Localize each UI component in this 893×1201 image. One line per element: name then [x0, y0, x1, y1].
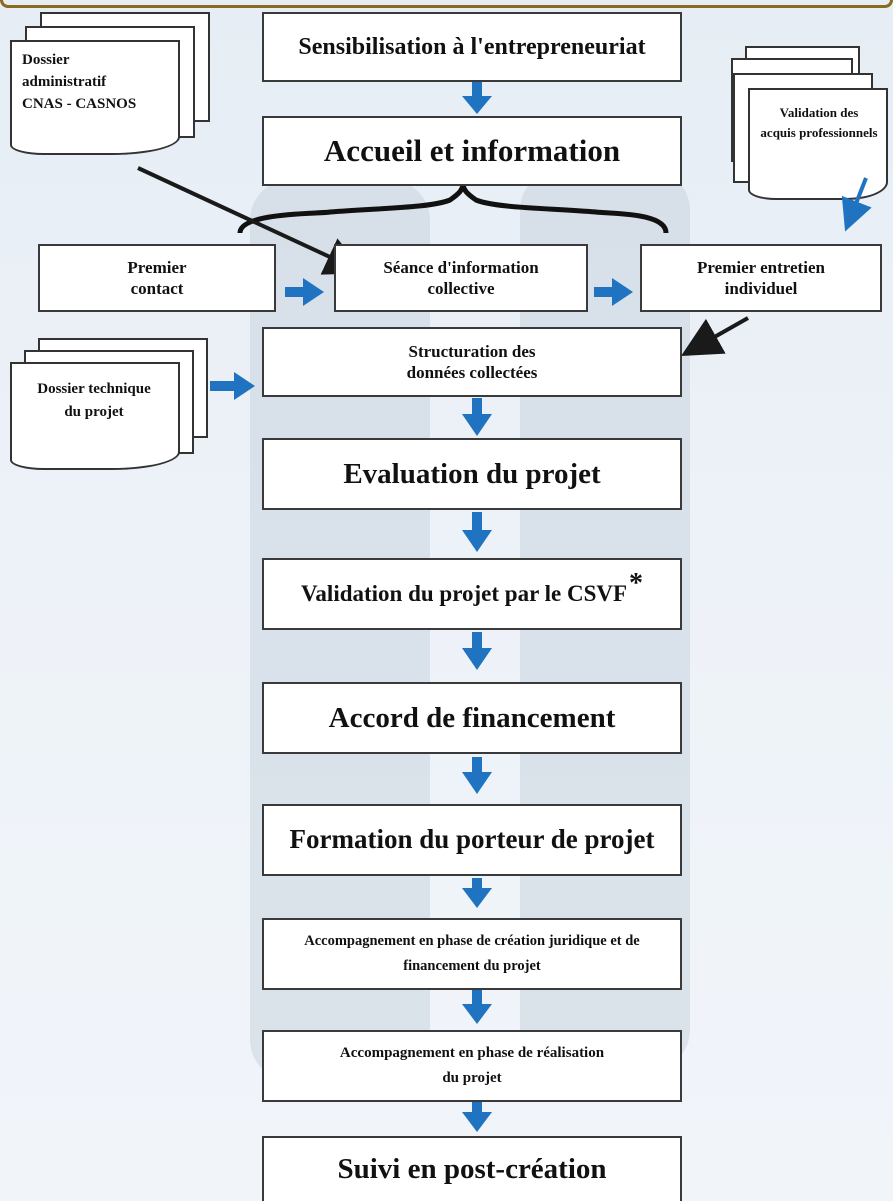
step-accompagnement-creation: Accompagnement en phase de création juri… [262, 918, 682, 990]
top-frame [0, 0, 893, 8]
grouping-brace [237, 184, 669, 234]
arrow-8 [462, 1102, 492, 1132]
step-suivi-label: Suivi en post-création [337, 1153, 607, 1186]
step-sensibilisation: Sensibilisation à l'entrepreneuriat [262, 12, 682, 82]
step-formation: Formation du porteur de projet [262, 804, 682, 876]
acc-realisation-line-2: du projet [442, 1070, 502, 1086]
step-accord: Accord de financement [262, 682, 682, 754]
structuration-line-2: données collectées [406, 363, 538, 382]
arrow-contact-to-seance [285, 278, 324, 306]
main-flow-arrows [210, 82, 633, 1132]
arrow-technique-to-structuration [210, 372, 255, 400]
step-evaluation-label: Evaluation du projet [343, 457, 601, 490]
premier-contact-line-2: contact [130, 279, 184, 298]
step-seance-information: Séance d'information collective [334, 244, 588, 312]
step-suivi: Suivi en post-création [262, 1136, 682, 1201]
step-accord-label: Accord de financement [328, 701, 616, 734]
step-premier-entretien: Premier entretien individuel [640, 244, 882, 312]
validation-asterisk: * [629, 567, 644, 599]
step-validation: Validation du projet par le CSVF * [262, 558, 682, 630]
entretien-line-2: individuel [724, 279, 798, 298]
arrow-entretien-to-structuration [681, 316, 749, 356]
step-evaluation: Evaluation du projet [262, 438, 682, 510]
premier-contact-line-1: Premier [127, 257, 187, 277]
step-structuration: Structuration des données collectées [262, 327, 682, 397]
acc-creation-line-1: Accompagnement en phase de création juri… [304, 933, 640, 950]
entretien-line-1: Premier entretien [697, 257, 825, 277]
step-sensibilisation-label: Sensibilisation à l'entrepreneuriat [298, 34, 646, 60]
step-premier-contact: Premier contact [38, 244, 276, 312]
structuration-line-1: Structuration des [408, 341, 536, 361]
arrow-6 [462, 878, 492, 908]
acc-creation-line-2: financement du projet [403, 958, 541, 974]
doc-admin-line-1: Dossier [22, 52, 70, 68]
doc-admin-line-3: CNAS - CASNOS [22, 95, 137, 112]
arrow-3 [462, 512, 492, 552]
arrow-1 [462, 82, 492, 114]
seance-line-1: Séance d'information [383, 257, 539, 277]
arrow-2 [462, 398, 492, 436]
arrow-acquis-to-entretien [841, 177, 872, 232]
step-formation-label: Formation du porteur de projet [289, 824, 655, 855]
step-accueil: Accueil et information [262, 116, 682, 186]
acc-realisation-line-1: Accompagnement en phase de réalisation [339, 1044, 605, 1061]
doc-acquis-line-1: Validation des [779, 105, 859, 120]
arrow-7 [462, 990, 492, 1024]
arrow-dossier-admin-to-seance [137, 166, 366, 275]
arrow-4 [462, 632, 492, 670]
arrow-5 [462, 757, 492, 794]
step-accueil-label: Accueil et information [323, 132, 621, 168]
doc-technique-line-2: du projet [64, 404, 124, 421]
step-validation-label: Validation du projet par le CSVF [300, 580, 628, 606]
doc-acquis-line-2: acquis professionnels [760, 125, 878, 141]
doc-admin-line-2: administratif [22, 73, 107, 90]
seance-line-2: collective [427, 279, 495, 298]
step-accompagnement-realisation: Accompagnement en phase de réalisation d… [262, 1030, 682, 1102]
arrow-seance-to-entretien [594, 278, 633, 306]
doc-technique-line-1: Dossier technique [37, 381, 151, 397]
